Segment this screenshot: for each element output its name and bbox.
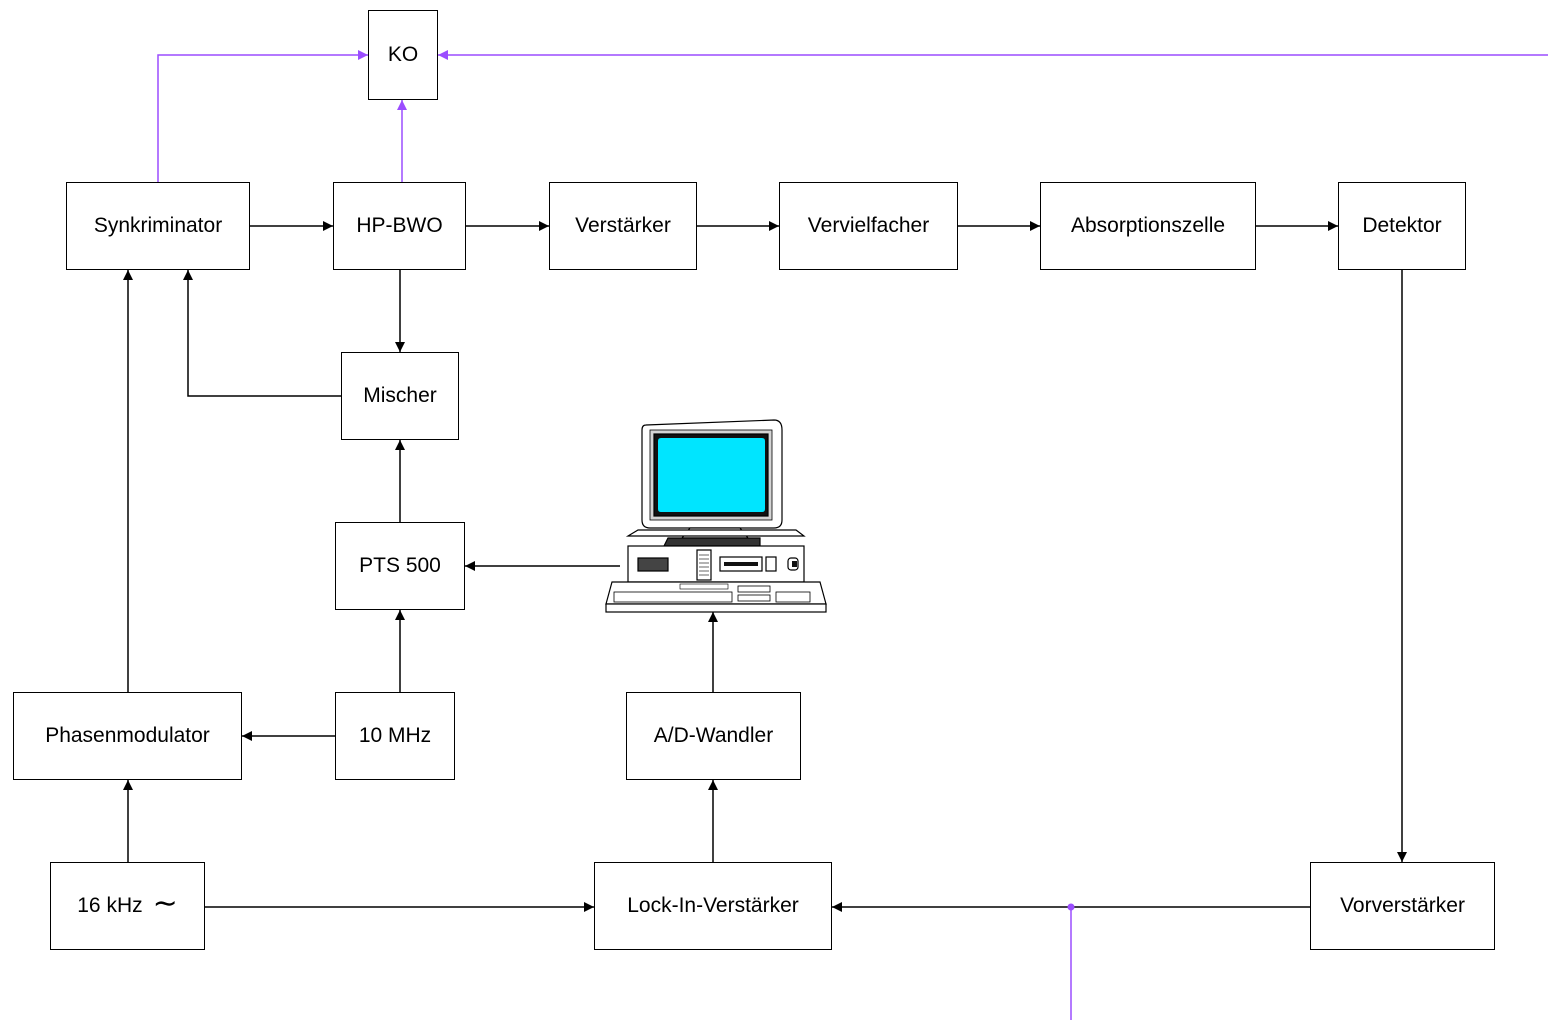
hp-bwo-label: HP-BWO	[356, 214, 443, 237]
line-synkriminator-to-ko	[157, 50, 368, 182]
ko-label: KO	[387, 43, 419, 66]
pts500-label: PTS 500	[359, 554, 441, 577]
sixteen-khz-label: 16 kHz	[77, 894, 143, 917]
sixteen-khz-block: 16 kHz ∼	[50, 862, 205, 950]
phasenmodulator-label: Phasenmodulator	[45, 724, 210, 747]
detektor-block: Detektor	[1338, 182, 1466, 270]
detektor-label: Detektor	[1362, 214, 1442, 237]
vorverstaerker-label: Vorverstärker	[1340, 894, 1465, 917]
pts500-block: PTS 500	[335, 522, 465, 610]
phasenmodulator-block: Phasenmodulator	[13, 692, 242, 780]
vervielfacher-block: Vervielfacher	[779, 182, 958, 270]
ko-block: KO	[368, 10, 438, 100]
computer-icon	[605, 419, 827, 613]
junction-dot	[1067, 903, 1075, 911]
line-mischer-to-synkriminator	[183, 270, 341, 397]
mischer-block: Mischer	[341, 352, 459, 440]
vervielfacher-label: Vervielfacher	[807, 214, 930, 237]
sine-wave-icon: ∼	[152, 887, 178, 920]
verstaerker-block: Verstärker	[549, 182, 697, 270]
absorptionszelle-block: Absorptionszelle	[1040, 182, 1256, 270]
ten-mhz-block: 10 MHz	[335, 692, 455, 780]
ad-wandler-block: A/D-Wandler	[626, 692, 801, 780]
verstaerker-label: Verstärker	[575, 214, 671, 237]
mischer-label: Mischer	[363, 384, 437, 407]
absorptionszelle-label: Absorptionszelle	[1070, 214, 1226, 237]
ten-mhz-label: 10 MHz	[358, 724, 432, 747]
ad-wandler-label: A/D-Wandler	[653, 724, 774, 747]
lock-in-label: Lock-In-Verstärker	[627, 894, 799, 917]
lock-in-block: Lock-In-Verstärker	[594, 862, 832, 950]
synkriminator-block: Synkriminator	[66, 182, 250, 270]
hp-bwo-block: HP-BWO	[333, 182, 466, 270]
synkriminator-label: Synkriminator	[93, 214, 223, 237]
vorverstaerker-block: Vorverstärker	[1310, 862, 1495, 950]
